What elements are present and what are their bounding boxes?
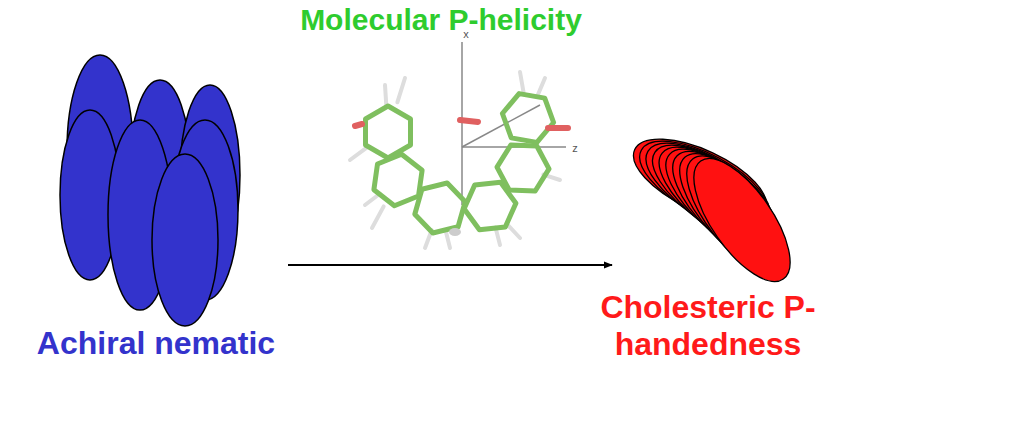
- oxygen-atom: [548, 125, 568, 131]
- oxygen-atom: [355, 124, 362, 126]
- helicene-molecule: [350, 72, 568, 248]
- transform-arrow: [288, 264, 612, 266]
- hydrogen-bond: [385, 85, 386, 106]
- aromatic-ring: [374, 154, 422, 205]
- cholesteric-layers: [622, 122, 808, 296]
- aromatic-ring: [415, 183, 465, 233]
- hydrogen-bond: [520, 72, 524, 93]
- hydrogen-bond: [350, 147, 367, 160]
- oxygen-atom: [460, 120, 478, 122]
- hydrogen-bond: [372, 206, 384, 228]
- phase-label: Achiral nematic: [37, 325, 275, 362]
- phase-label: Cholesteric P-handedness: [578, 289, 838, 363]
- hydrogen-bond: [397, 78, 405, 102]
- axis-label: z: [572, 142, 578, 155]
- aromatic-ring: [497, 145, 549, 191]
- hydrogen-atom: [449, 228, 461, 236]
- cholesteric-layer: [676, 144, 808, 296]
- aromatic-ring: [502, 94, 553, 143]
- axis-label: x: [463, 28, 469, 41]
- heading-label: Molecular P-helicity: [300, 3, 582, 38]
- aromatic-ring: [366, 106, 411, 158]
- nematic-molecules: [60, 55, 240, 326]
- hydrogen-bond: [537, 78, 545, 96]
